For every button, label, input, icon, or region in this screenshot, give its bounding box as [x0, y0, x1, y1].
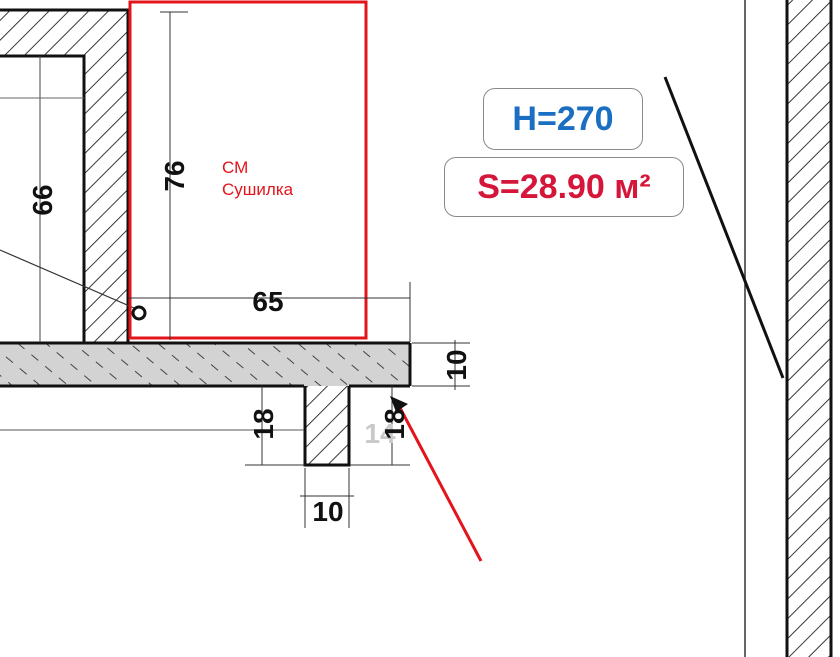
dim-wall-thickness: 10	[441, 349, 472, 380]
dim-box-height: 76	[159, 160, 190, 191]
appliance-outline	[128, 0, 368, 340]
red-arrow	[390, 396, 483, 562]
dimension-lines	[128, 11, 470, 528]
dim-stub-depth-right: 18	[379, 408, 410, 439]
appliance-label-line1: СМ	[222, 158, 248, 177]
corner-marker	[131, 305, 147, 321]
room-height-tag: H=270	[483, 88, 643, 150]
dim-stub-depth-left: 18	[248, 408, 279, 439]
interior-lines	[0, 56, 304, 431]
dim-left-vertical: 66	[27, 184, 58, 215]
room-area-label: S=28.90 м²	[477, 167, 651, 206]
room-height-label: H=270	[512, 99, 614, 138]
wall-stub	[303, 386, 351, 467]
top-left-wall	[0, 8, 130, 342]
horizontal-wall	[0, 341, 412, 388]
appliance-label-line2: Сушилка	[222, 180, 294, 199]
dim-box-width: 65	[252, 286, 283, 317]
dim-stub-width: 10	[312, 496, 343, 527]
diagonal-line	[663, 76, 785, 379]
dim-faded-value: 14	[364, 418, 396, 449]
room-area-tag: S=28.90 м²	[444, 157, 684, 217]
right-wall	[744, 0, 833, 657]
